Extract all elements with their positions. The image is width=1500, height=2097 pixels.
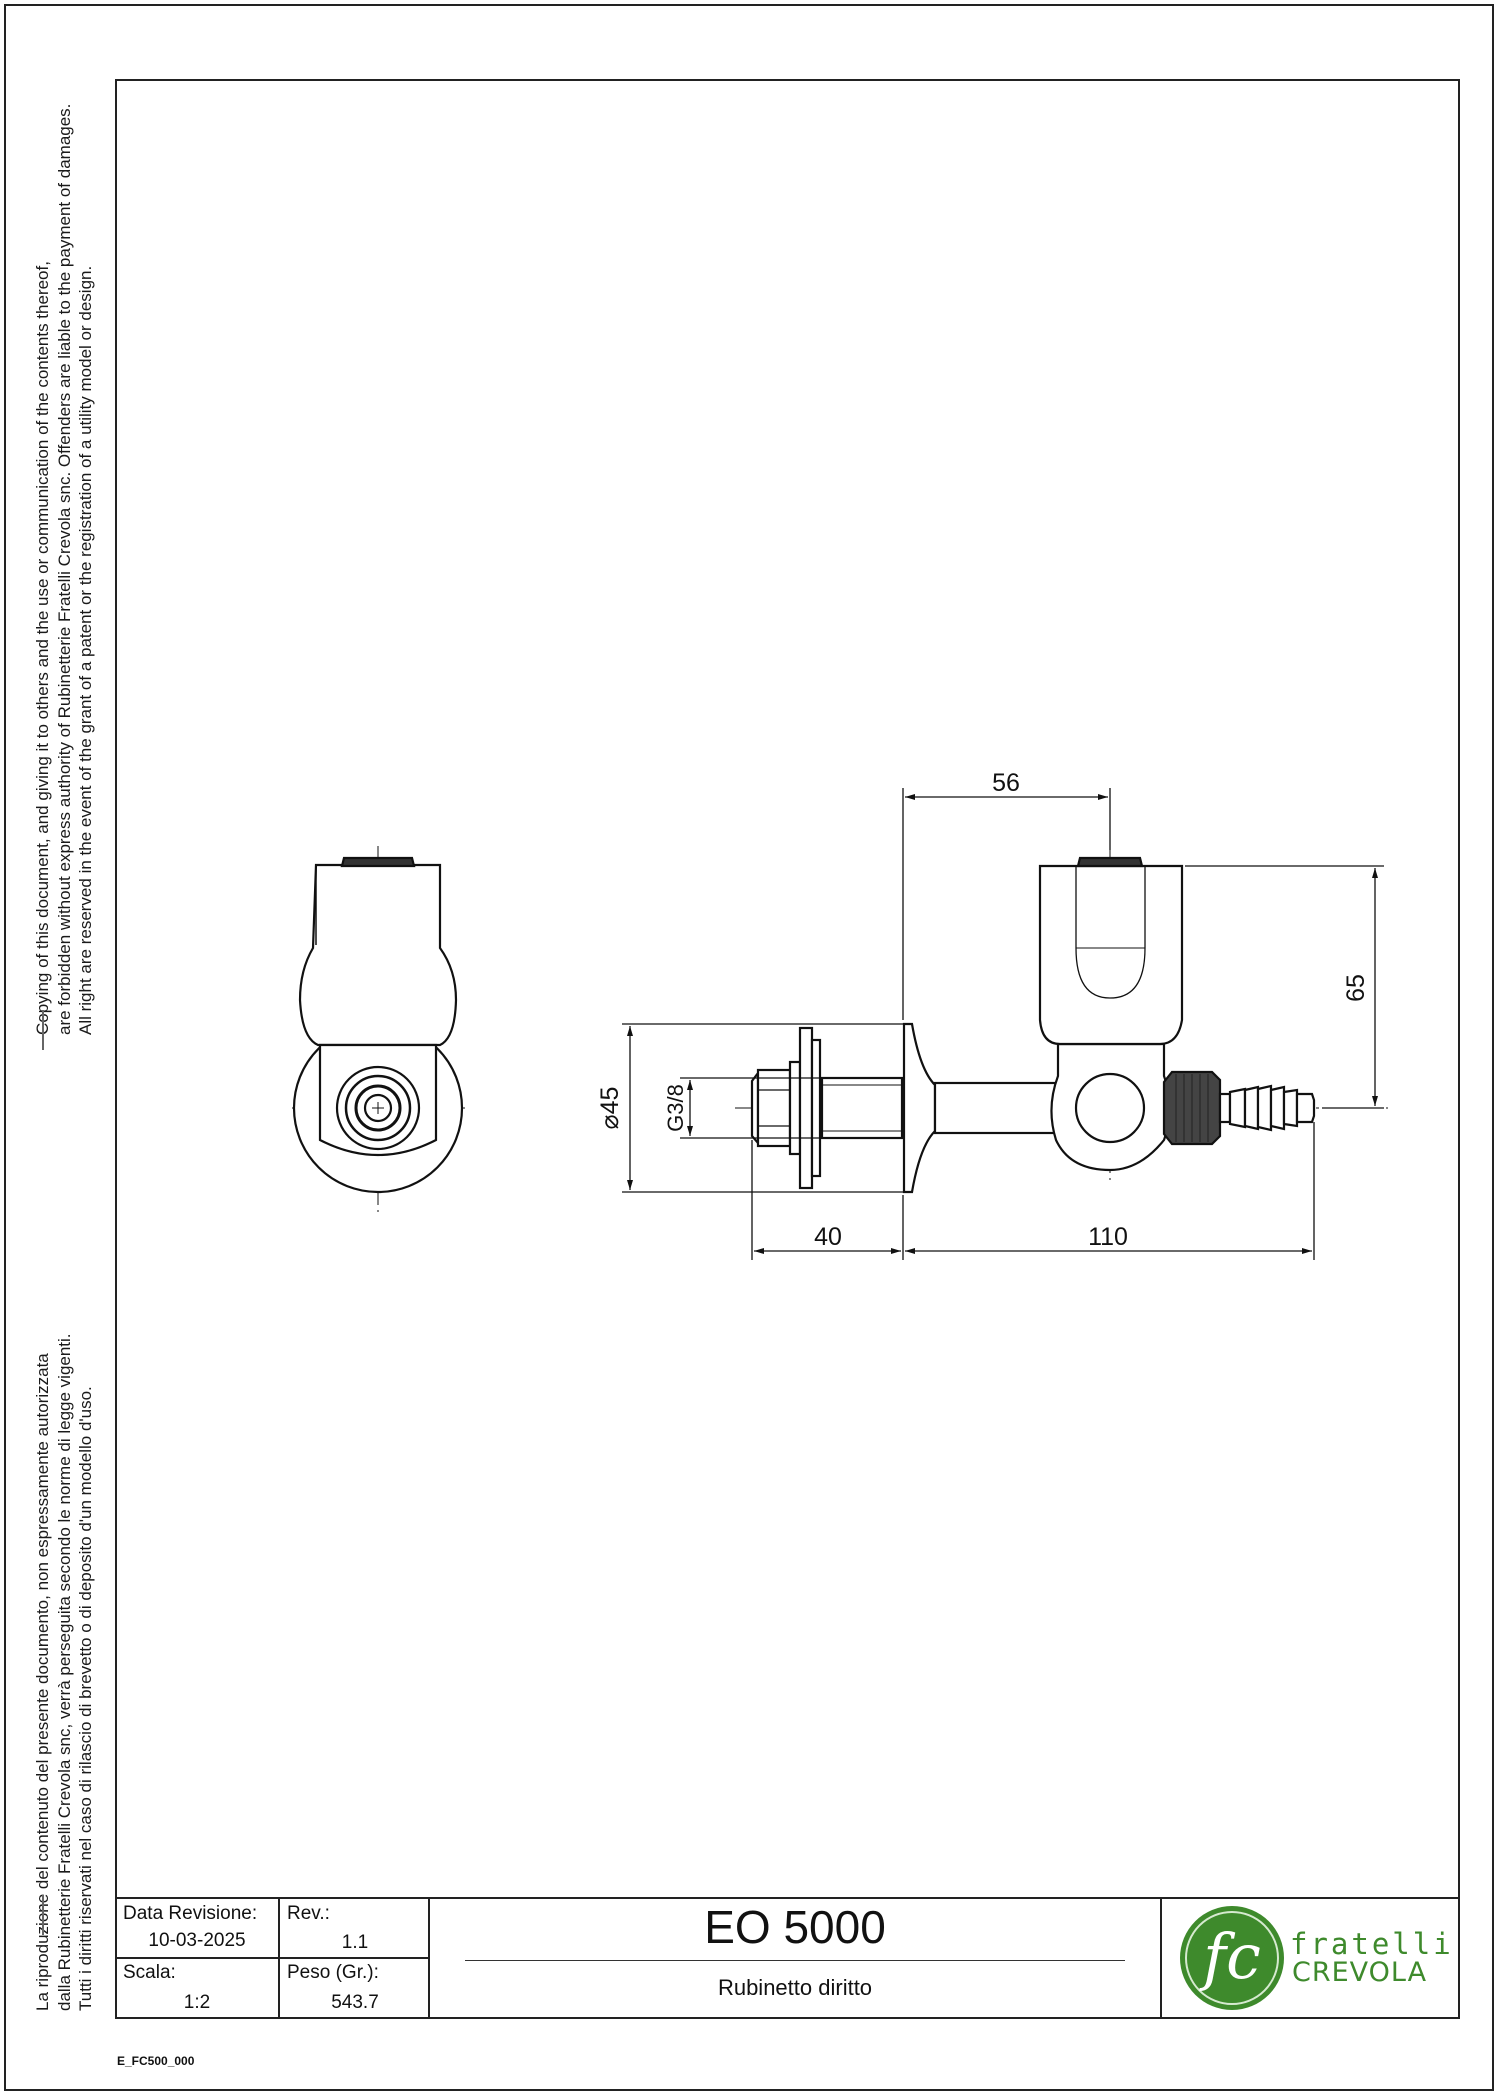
logo-monogram: fc: [1199, 1920, 1261, 1993]
logo-text-fratelli: fratelli: [1290, 1927, 1454, 1961]
dim-diameter-45: ⌀45: [596, 1087, 624, 1130]
scale-label: Scala:: [123, 1962, 176, 1983]
wall-flange: [902, 1022, 937, 1194]
dim-thread-g38: G3/8: [663, 1084, 688, 1132]
tb-divider-2: [428, 1897, 430, 2017]
dim-56: 56: [992, 769, 1020, 797]
tb-row-divider: [117, 1957, 429, 1959]
rev-value: 1.1: [341, 1932, 369, 1953]
front-view: [735, 845, 1388, 1194]
valve-outlet: [1074, 1072, 1146, 1144]
sheet-outer-border: [4, 4, 1494, 2091]
dimensions: [622, 788, 1384, 1260]
product-code: EO 5000: [704, 1901, 886, 1953]
note-separator-2: [42, 1895, 44, 1935]
rev-label: Rev.:: [287, 1903, 330, 1924]
front-handle-cap: [1076, 856, 1144, 868]
hose-barb: [1228, 1087, 1247, 1129]
side-handle-cap: [340, 856, 416, 868]
title-block: [117, 1897, 1458, 2017]
side-handle: [298, 863, 458, 1047]
side-view: [292, 846, 470, 1212]
tb-divider-3: [1160, 1897, 1162, 2017]
note-separator: [42, 1010, 44, 1050]
document-id: E_FC500_000: [117, 2054, 195, 2068]
product-description: Rubinetto diritto: [717, 1975, 873, 2000]
fratelli-crevola-logo-icon: fc: [1180, 1906, 1284, 2010]
threaded-shank: [820, 1076, 904, 1140]
revision-date-label: Data Revisione:: [123, 1903, 258, 1924]
dim-65: 65: [1342, 974, 1370, 1002]
drawing-frame: [115, 79, 1460, 2019]
logo-text-crevola: CREVOLA: [1292, 1957, 1428, 1988]
weight-value: 543.7: [331, 1992, 379, 2013]
revision-date-value: 10-03-2025: [148, 1930, 246, 1951]
front-handle: [1038, 864, 1184, 1046]
tb-title-underline: [465, 1960, 1125, 1961]
dim-110: 110: [1088, 1223, 1128, 1251]
weight-label: Peso (Gr.):: [287, 1962, 379, 1983]
dim-40: 40: [814, 1223, 842, 1251]
locking-washer: [798, 1026, 814, 1190]
scale-value: 1:2: [183, 1992, 211, 2013]
